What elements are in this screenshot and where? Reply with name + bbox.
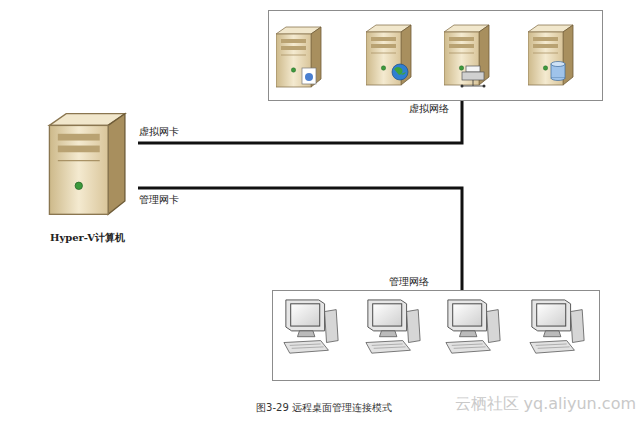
server-icon bbox=[276, 27, 321, 87]
database-badge bbox=[551, 62, 565, 81]
nic-label: 管理网卡 bbox=[137, 193, 181, 207]
figure-caption: 图3-29 远程桌面管理连接模式 bbox=[256, 401, 392, 415]
nic-label: 虚拟网卡 bbox=[137, 125, 181, 139]
server-icon bbox=[444, 25, 489, 85]
node-label: 管理网络 bbox=[389, 276, 429, 288]
server-icon bbox=[366, 25, 411, 85]
network-box: 管理网络 bbox=[272, 290, 600, 381]
server-icon bbox=[49, 114, 124, 215]
node-label: 虚拟网络 bbox=[409, 103, 449, 115]
network-cable bbox=[138, 101, 462, 143]
pc-icon bbox=[530, 300, 584, 353]
network-box: 虚拟网络 bbox=[268, 10, 603, 101]
pc-icon bbox=[446, 300, 500, 353]
watermark: 云栖社区 yq.aliyun.com bbox=[455, 394, 637, 415]
app-badge bbox=[302, 68, 316, 84]
printer-badge bbox=[461, 66, 486, 88]
node-label: Hyper-V计算机 bbox=[27, 232, 148, 244]
server-icon bbox=[528, 25, 573, 85]
pc-icon bbox=[284, 300, 338, 353]
network-cable bbox=[138, 188, 462, 290]
server-node: Hyper-V计算机 bbox=[27, 108, 148, 246]
globe-badge bbox=[392, 64, 408, 80]
pc-icon bbox=[366, 300, 420, 353]
